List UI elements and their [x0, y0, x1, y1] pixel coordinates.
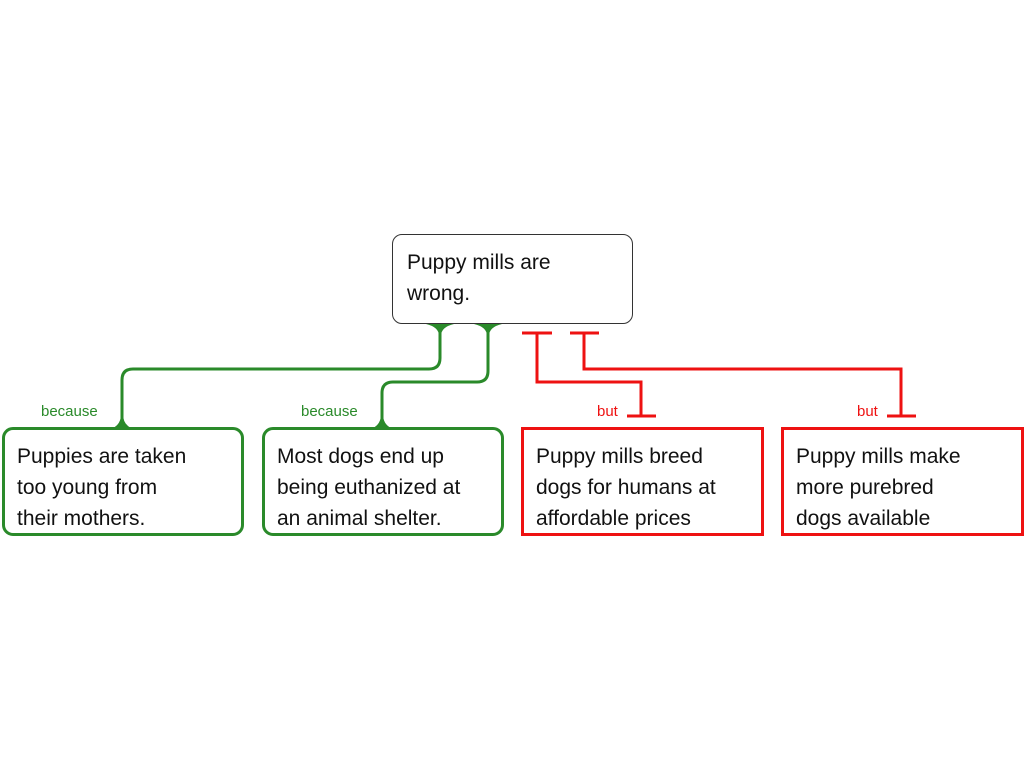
because-label-1: because — [41, 403, 98, 420]
but-label-1: but — [597, 403, 618, 420]
support-connector-1 — [120, 328, 442, 427]
support-connector-2 — [380, 328, 490, 427]
objection-connector-1 — [535, 333, 643, 416]
but-label-2: but — [857, 403, 878, 420]
reason-box-1[interactable]: Puppies are taken too young from their m… — [2, 427, 244, 536]
objection-box-1[interactable]: Puppy mills breed dogs for humans at aff… — [521, 427, 764, 536]
objection-box-2[interactable]: Puppy mills make more purebred dogs avai… — [781, 427, 1024, 536]
support-connector-2-top-flare — [474, 324, 502, 336]
support-connector-2-bottom-flare — [373, 414, 391, 428]
reason-box-2[interactable]: Most dogs end up being euthanized at an … — [262, 427, 504, 536]
main-claim-box[interactable]: Puppy mills are wrong. — [392, 234, 633, 324]
objection-connector-2 — [582, 333, 903, 416]
because-label-2: because — [301, 403, 358, 420]
support-connector-1-top-flare — [426, 324, 454, 336]
support-connector-1-bottom-flare — [113, 414, 131, 428]
